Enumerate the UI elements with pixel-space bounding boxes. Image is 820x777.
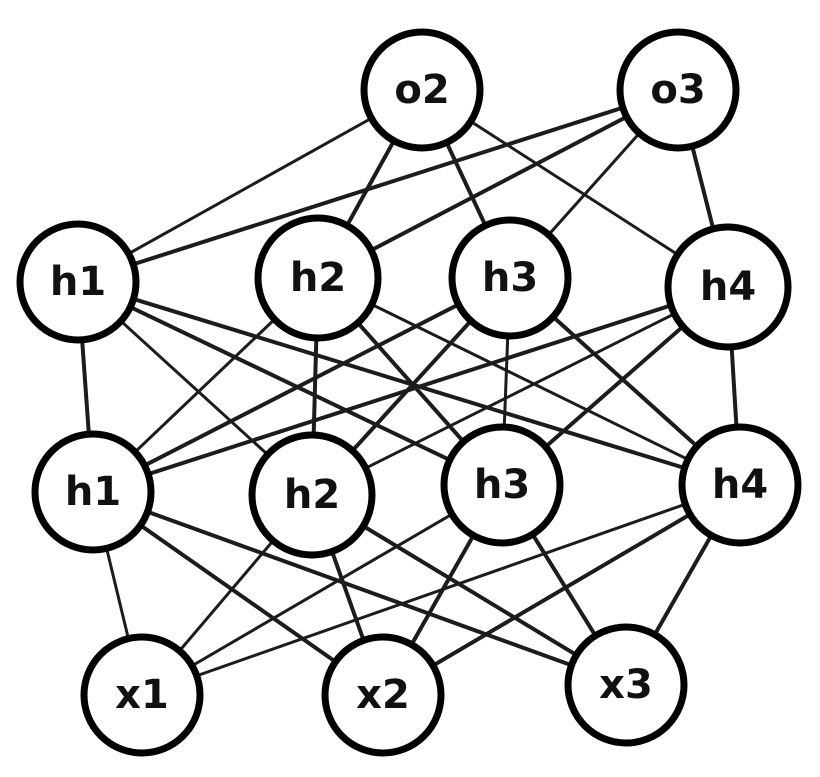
edge-h2_3-h1_1 xyxy=(91,276,512,494)
node-h1_4: h4 xyxy=(678,423,802,547)
node-h1_1: h1 xyxy=(31,430,155,554)
node-label-x1: x1 xyxy=(115,672,169,718)
nodes-group: o2 o3 h1 h2 h3 h4 h1 h2 h3 h4 x1 x2 x3 xyxy=(16,28,802,757)
node-o3: o3 xyxy=(616,28,740,152)
node-circle-h2_2 xyxy=(254,214,382,342)
edge-h1_3-x1 xyxy=(140,483,504,697)
node-circle-x1 xyxy=(80,633,204,757)
node-circle-h1_3 xyxy=(440,423,564,547)
node-label-h1_4: h4 xyxy=(712,462,768,508)
node-label-h2_2: h2 xyxy=(290,255,346,301)
node-circle-x3 xyxy=(564,623,688,747)
node-label-o2: o2 xyxy=(394,67,449,113)
node-circle-h2_1 xyxy=(16,220,140,344)
node-label-h2_3: h3 xyxy=(482,255,538,301)
node-h2_3: h3 xyxy=(448,216,572,340)
node-label-h2_4: h4 xyxy=(700,264,756,310)
node-h2_1: h1 xyxy=(16,220,140,344)
edge-h2_4-h1_2 xyxy=(310,285,730,497)
edge-h2_2-h1_4 xyxy=(316,276,742,487)
node-x3: x3 xyxy=(564,623,688,747)
node-h2_4: h4 xyxy=(664,223,792,351)
node-x1: x1 xyxy=(80,633,204,757)
node-label-h2_1: h1 xyxy=(50,259,106,305)
node-label-h1_2: h2 xyxy=(284,472,340,518)
node-circle-h1_4 xyxy=(678,423,802,547)
edge-h1_1-x3 xyxy=(91,490,628,687)
edge-h2_1-h1_3 xyxy=(76,280,504,487)
node-h1_2: h2 xyxy=(248,431,376,559)
node-o2: o2 xyxy=(360,28,484,152)
edge-h2_4-h1_1 xyxy=(91,285,730,494)
node-circle-x2 xyxy=(321,633,445,757)
node-circle-h1_2 xyxy=(248,431,376,559)
edge-o3-h2_2 xyxy=(316,88,680,280)
node-label-h1_3: h3 xyxy=(474,462,530,508)
edge-o2-h2_1 xyxy=(76,88,424,284)
node-circle-h2_3 xyxy=(448,216,572,340)
node-h2_2: h2 xyxy=(254,214,382,342)
edge-h1_4-x1 xyxy=(140,483,742,697)
node-h1_3: h3 xyxy=(440,423,564,547)
node-circle-o2 xyxy=(360,28,484,152)
edges-group xyxy=(76,88,742,697)
edge-h1_4-x2 xyxy=(381,483,742,697)
node-x2: x2 xyxy=(321,633,445,757)
node-label-x2: x2 xyxy=(356,672,410,718)
node-circle-h1_1 xyxy=(31,430,155,554)
node-circle-h2_4 xyxy=(664,223,792,351)
edge-o3-h2_1 xyxy=(76,88,680,284)
node-label-o3: o3 xyxy=(650,67,705,113)
node-circle-o3 xyxy=(616,28,740,152)
node-label-h1_1: h1 xyxy=(65,469,121,515)
node-label-x3: x3 xyxy=(599,662,653,708)
edge-h2_1-h1_4 xyxy=(76,280,742,487)
